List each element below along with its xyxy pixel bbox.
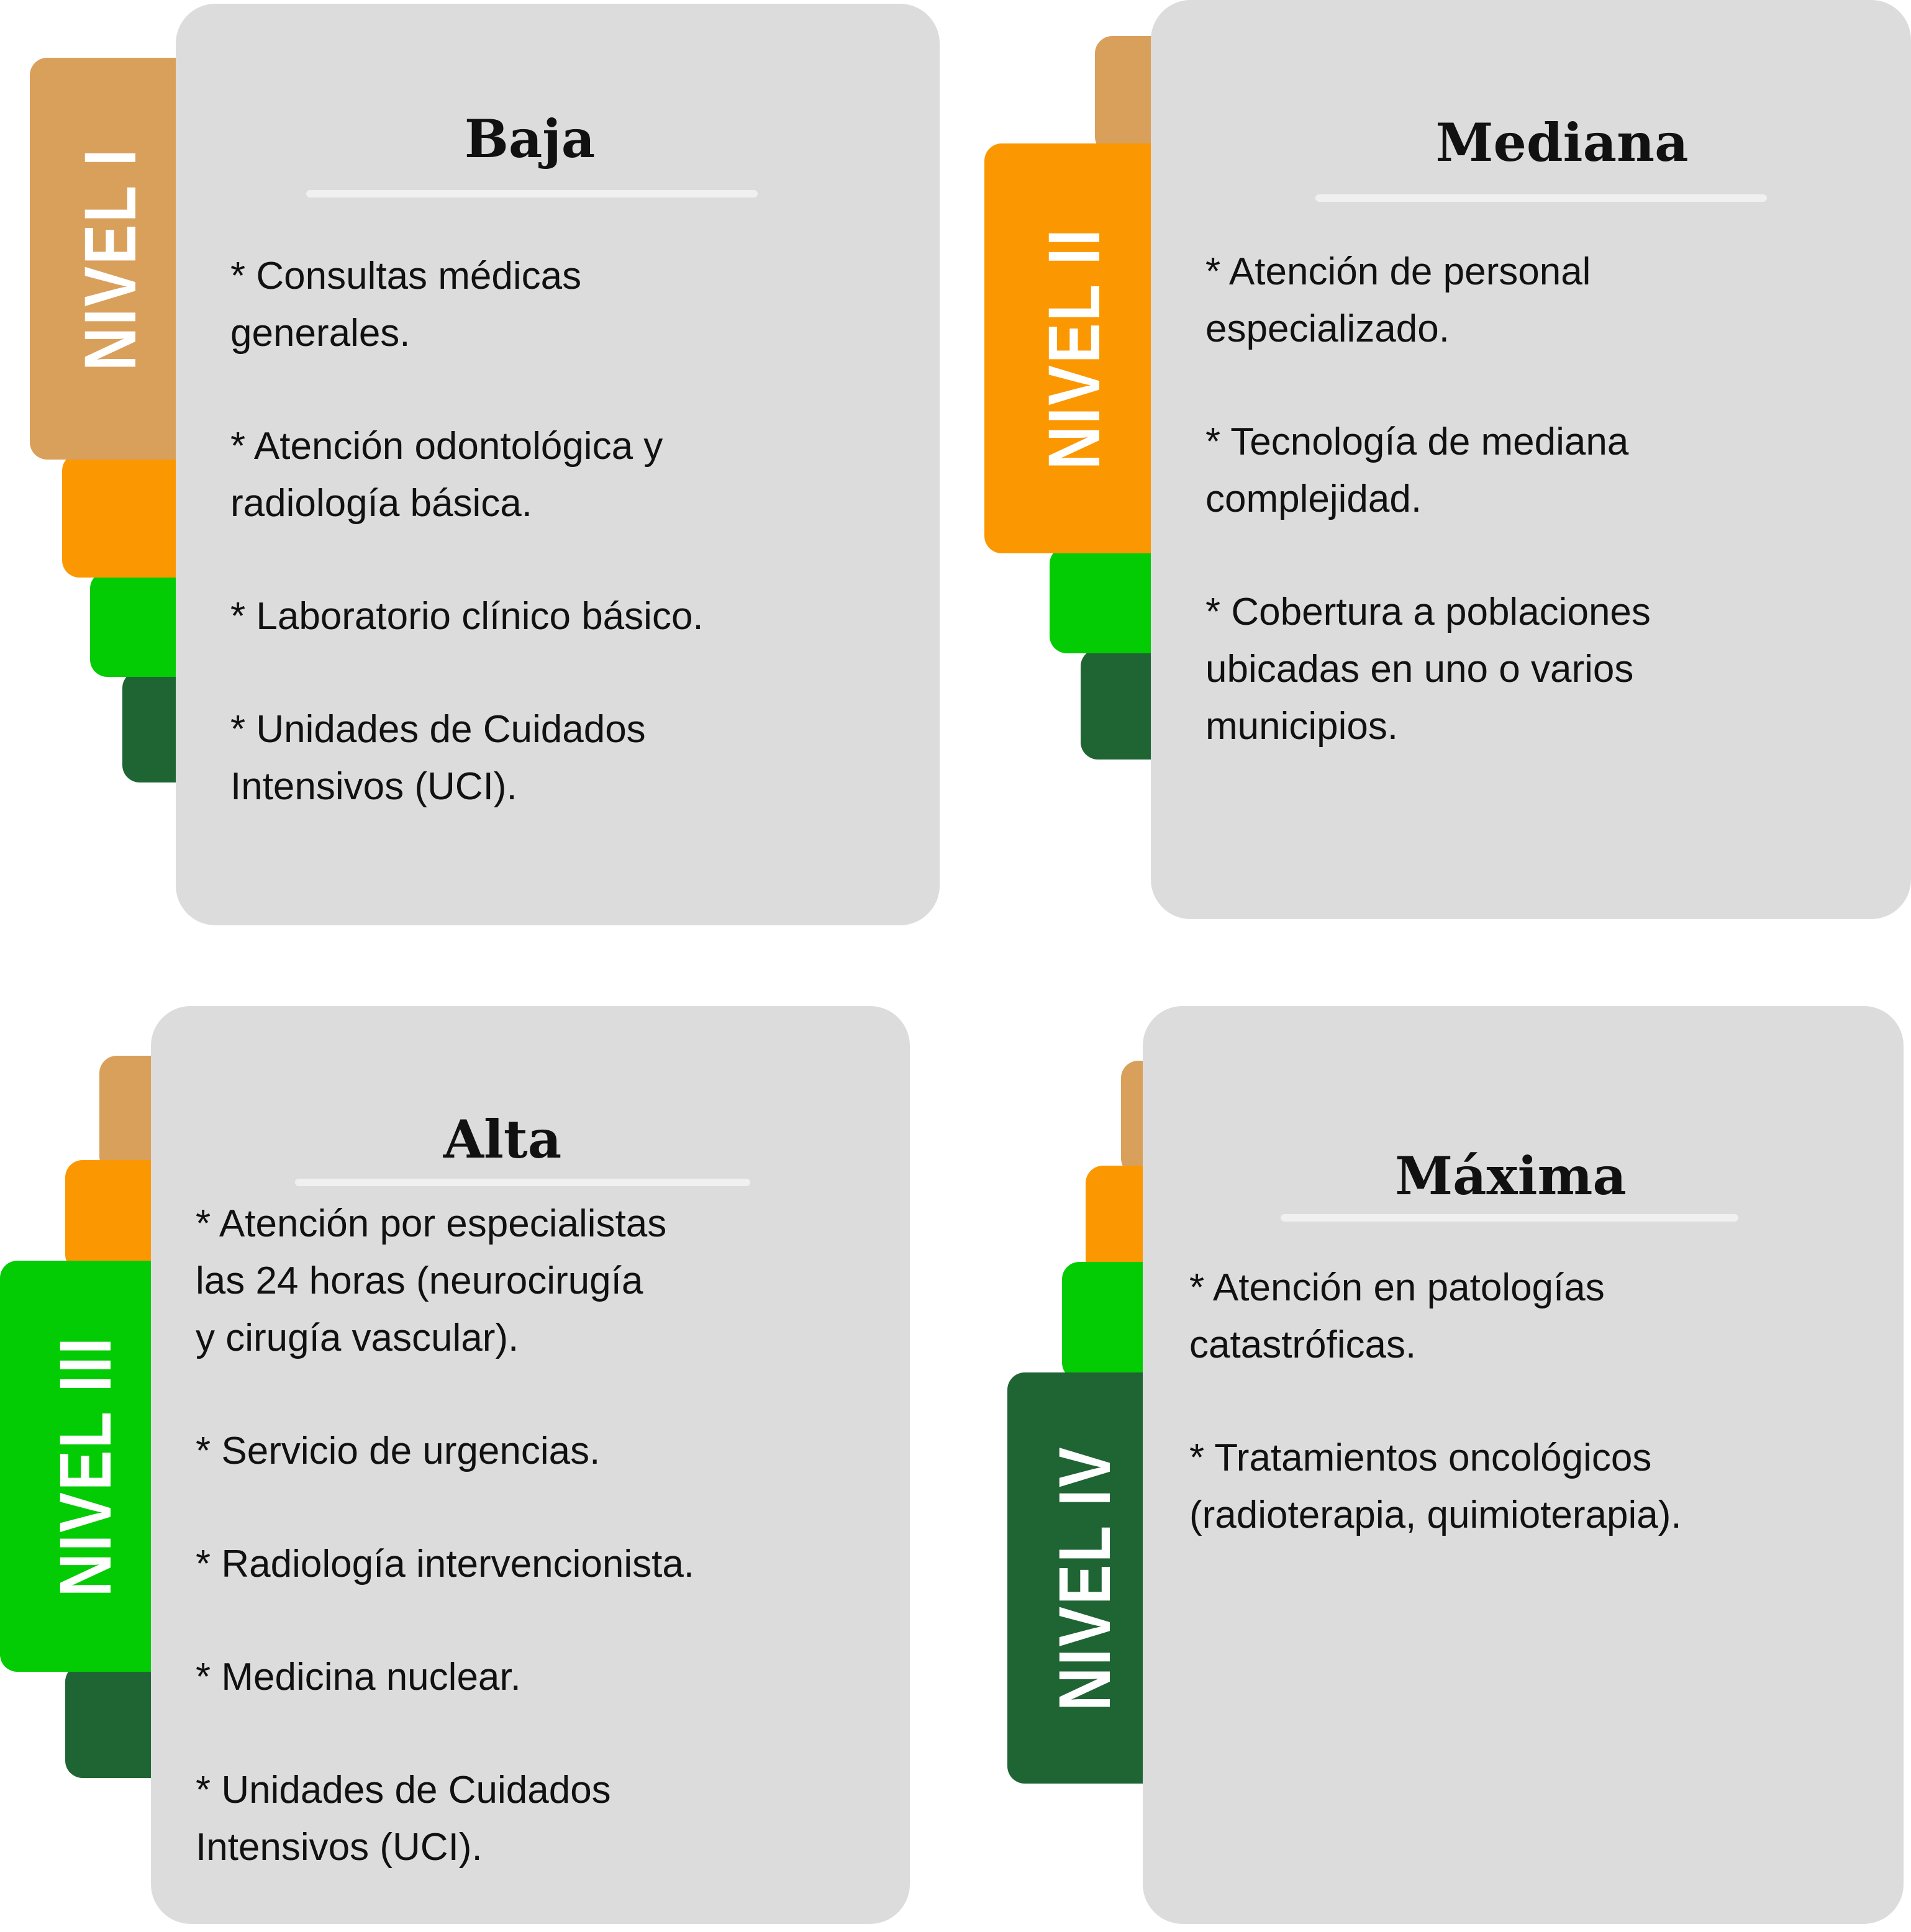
list-item: * Tecnología de mediana complejidad. <box>1205 420 1629 520</box>
card-title: Baja <box>464 108 596 170</box>
list-item: * Servicio de urgencias. <box>196 1430 601 1472</box>
card-title: Máxima <box>1395 1145 1627 1207</box>
tab-label: NIVEL II <box>1033 227 1115 470</box>
list-item: * Radiología intervencionista. <box>196 1543 695 1585</box>
tab-label: NIVEL IV <box>1044 1445 1126 1711</box>
list-item: * Cobertura a poblaciones ubicadas en un… <box>1205 591 1651 748</box>
tab-nivel-2[interactable]: NIVEL II <box>984 143 1164 553</box>
list-item: * Unidades de Cuidados Intensivos (UCI). <box>196 1769 611 1869</box>
card-title: Alta <box>443 1109 562 1170</box>
card-maxima: Máxima * Atención en patologías catastró… <box>1143 1006 1904 1924</box>
tab-label: NIVEL III <box>44 1335 127 1597</box>
title-divider <box>306 190 758 197</box>
card-alta: Alta * Atención por especialistas las 24… <box>151 1006 910 1924</box>
title-divider <box>1315 194 1767 202</box>
list-item: * Unidades de Cuidados Intensivos (UCI). <box>230 708 646 808</box>
card-title: Mediana <box>1435 112 1689 173</box>
list-item: * Atención por especialistas las 24 hora… <box>196 1202 667 1359</box>
card-baja: Baja * Consultas médicas generales. * At… <box>176 4 940 925</box>
tab-green <box>1050 546 1168 653</box>
list-item: * Medicina nuclear. <box>196 1656 521 1698</box>
list-item: * Atención odontológica y radiología bás… <box>230 425 663 525</box>
list-item: * Consultas médicas generales. <box>230 255 582 355</box>
card-mediana: Mediana * Atención de personal especiali… <box>1151 0 1911 919</box>
tab-orange <box>62 453 193 578</box>
list-item: * Tratamientos oncológicos (radioterapia… <box>1189 1436 1682 1536</box>
list-item: * Laboratorio clínico básico. <box>230 595 704 638</box>
tab-nivel-4[interactable]: NIVEL IV <box>1007 1372 1163 1784</box>
title-divider <box>295 1179 750 1186</box>
list-item: * Atención de personal especializado. <box>1205 250 1591 350</box>
item-list: * Atención en patologías catastróficas. … <box>1189 1259 1872 1600</box>
item-list: * Atención de personal especializado. * … <box>1205 243 1876 811</box>
title-divider <box>1281 1214 1738 1222</box>
item-list: * Consultas médicas generales. * Atenció… <box>230 248 901 871</box>
item-list: * Atención por especialistas las 24 hora… <box>196 1195 879 1932</box>
list-item: * Atención en patologías catastróficas. <box>1189 1266 1605 1366</box>
tab-nivel-1[interactable]: NIVEL I <box>30 58 191 460</box>
tab-nivel-3[interactable]: NIVEL III <box>0 1261 171 1672</box>
